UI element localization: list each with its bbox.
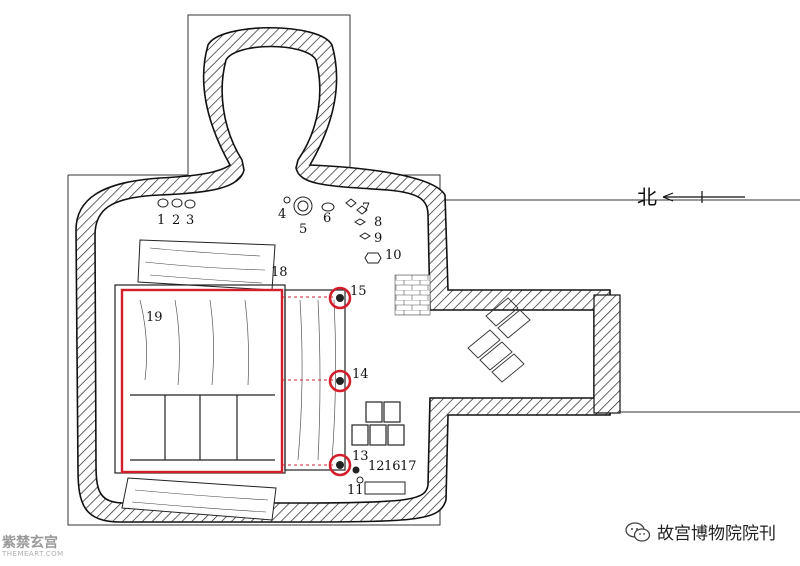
chamber-wall [75, 27, 611, 523]
north-arrow-icon [662, 192, 674, 202]
marker-label-15: 15 [350, 284, 367, 299]
marker-label-19: 19 [146, 310, 163, 325]
north-indicator: 北 [637, 185, 745, 209]
corridor-paving [394, 274, 431, 316]
post-circle-14 [328, 369, 352, 393]
marker-label-9: 9 [374, 231, 382, 246]
marker-label-3: 3 [186, 213, 194, 228]
marker-label-13: 13 [352, 449, 369, 464]
coffin-platform [114, 284, 286, 474]
marker-label-7: 7 [362, 201, 370, 216]
watermark-right-text: 故宫博物院院刊 [657, 524, 776, 544]
north-label: 北 [637, 185, 657, 209]
watermark-left: 紫禁玄宫 THEMEART.COM [2, 536, 64, 558]
marker-label-2: 2 [172, 213, 180, 228]
herringbone-paving [467, 297, 531, 383]
watermark-left-text: 紫禁玄宫 [2, 535, 58, 551]
item-labels: 1 2 3 4 5 6 7 8 9 10 11 12 13 14 15 16 1… [146, 201, 417, 498]
post-circle-15 [328, 286, 352, 310]
marker-label-10: 10 [385, 248, 402, 263]
wechat-icon [625, 521, 651, 542]
marker-label-1: 1 [157, 213, 165, 228]
marker-label-11: 11 [347, 483, 364, 498]
marker-label-14: 14 [352, 367, 369, 382]
watermark-right: 故宫博物院院刊 [625, 519, 776, 544]
marker-label-17: 17 [400, 459, 417, 474]
grave-goods [157, 196, 406, 495]
marker-label-5: 5 [299, 222, 307, 237]
marker-label-12: 12 [368, 459, 385, 474]
storage-boxes [351, 401, 405, 446]
marker-label-18: 18 [271, 265, 288, 280]
wooden-planks [121, 239, 277, 521]
post-circle-13 [328, 453, 352, 477]
marker-label-8: 8 [374, 215, 382, 230]
marker-label-6: 6 [323, 211, 331, 226]
marker-label-4: 4 [278, 207, 286, 222]
watermark-left-subtext: THEMEART.COM [2, 550, 64, 558]
marker-label-16: 16 [384, 459, 401, 474]
highlight-frame [120, 288, 284, 474]
entrance-gate [593, 294, 621, 414]
